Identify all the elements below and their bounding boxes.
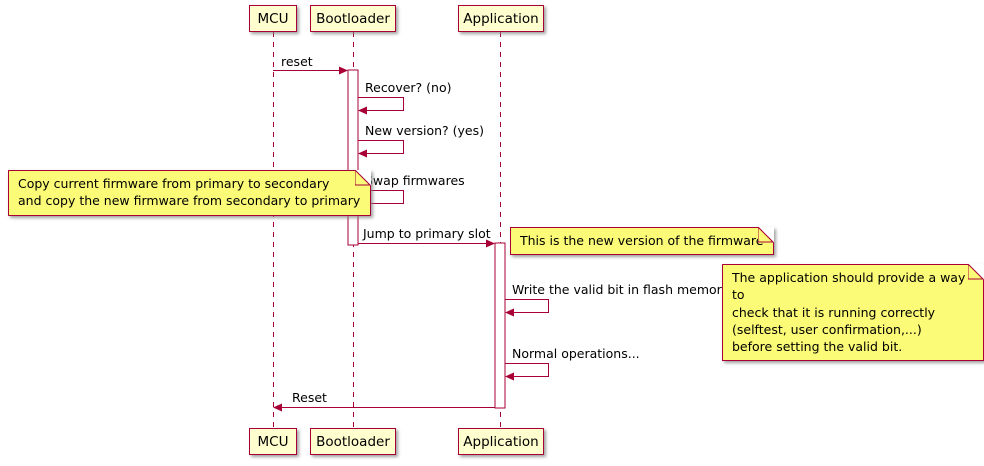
arrow-normalops-line <box>505 363 549 377</box>
participant-application-top: Application <box>458 5 544 32</box>
note-selftest: The application should provide a way to … <box>722 264 984 362</box>
message-recover: Recover? (no) <box>365 80 452 95</box>
message-arrows <box>273 66 549 412</box>
participant-application-bottom: Application <box>458 428 544 455</box>
participant-mcu-bottom: MCU <box>249 428 297 455</box>
arrow-normalops-head <box>505 372 514 381</box>
activation-application <box>494 242 506 409</box>
note-swap-firmware: Copy current firmware from primary to se… <box>8 170 372 216</box>
arrow-reset-head <box>339 66 348 75</box>
arrow-writebit-head <box>505 308 514 317</box>
note-fold-icon <box>758 227 775 243</box>
note-fold-icon <box>968 264 984 280</box>
arrow-writebit-line <box>505 299 549 313</box>
activation-bootloader <box>347 69 359 246</box>
message-reset: reset <box>281 54 313 69</box>
arrow-newversion-head <box>358 149 367 158</box>
note-selftest-text: The application should provide a way to … <box>732 270 966 354</box>
activation-bars <box>347 69 506 409</box>
arrow-newversion-line <box>358 140 404 154</box>
message-write-valid-bit: Write the valid bit in flash memory <box>512 282 730 297</box>
arrow-swap-line <box>358 190 404 204</box>
note-new-firmware-version-text: This is the new version of the firmware <box>520 233 764 248</box>
arrow-recover-head <box>358 106 367 115</box>
message-normal-operations: Normal operations... <box>512 346 640 361</box>
arrow-jump-head <box>486 239 495 248</box>
note-swap-firmware-text: Copy current firmware from primary to se… <box>18 176 361 209</box>
note-new-firmware-version: This is the new version of the firmware <box>510 227 775 256</box>
arrow-resetback-head <box>273 403 282 412</box>
participant-mcu-top: MCU <box>249 5 297 32</box>
note-fold-icon <box>355 170 372 186</box>
arrow-recover-line <box>358 97 404 111</box>
message-swap-firmwares: Swap firmwares <box>365 173 465 188</box>
message-new-version: New version? (yes) <box>365 123 484 138</box>
participant-bootloader-top: Bootloader <box>310 5 396 32</box>
participant-bootloader-bottom: Bootloader <box>310 428 396 455</box>
message-jump-primary-slot: Jump to primary slot <box>363 226 491 241</box>
message-reset-back: Reset <box>292 390 327 405</box>
